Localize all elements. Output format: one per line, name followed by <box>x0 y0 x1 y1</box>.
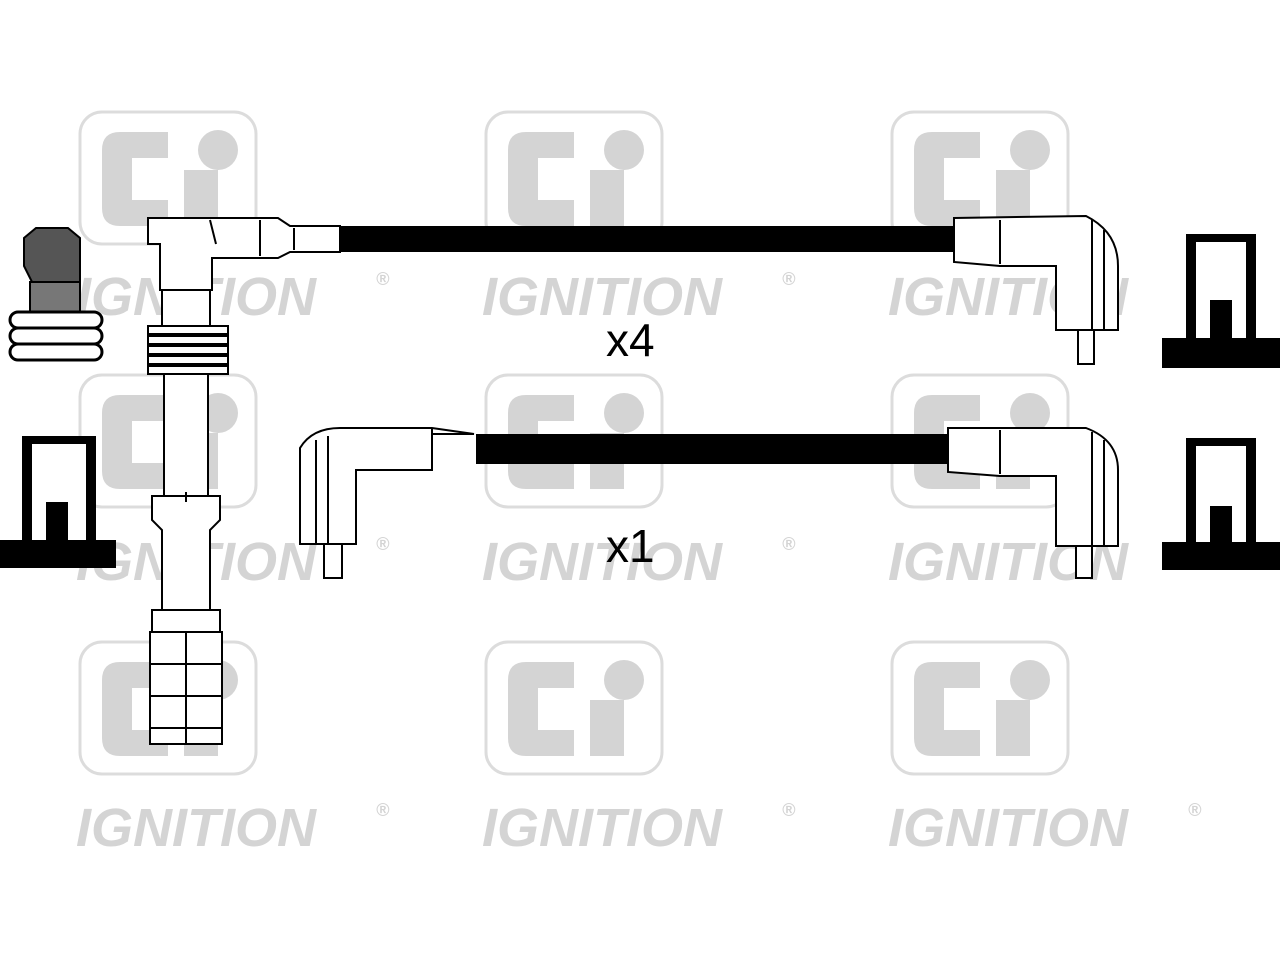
watermark-brand: IGNITION <box>482 798 723 858</box>
registered-mark: ® <box>782 800 796 820</box>
watermark-brand: IGNITION <box>888 798 1129 858</box>
registered-mark: ® <box>782 269 796 289</box>
spark-lead-x4 <box>147 214 1119 375</box>
watermark-brand-texts: IGNITION IGNITION IGNITION IGNITION IGNI… <box>76 267 1129 858</box>
plug-terminal-symbol-left <box>0 436 116 568</box>
watermark-brand: IGNITION <box>482 267 723 327</box>
lead-cable <box>340 226 956 252</box>
coil-lead-vertical <box>149 289 223 745</box>
watermark-brand: IGNITION <box>482 532 723 592</box>
plug-terminal-symbol-right-top <box>1162 234 1280 368</box>
registered-mark: ® <box>782 534 796 554</box>
spark-plug-terminal-icon <box>8 227 104 362</box>
watermark-brand: IGNITION <box>76 798 317 858</box>
registered-mark: ® <box>376 800 390 820</box>
registered-mark: ® <box>1188 800 1202 820</box>
quantity-label-x4: x4 <box>606 314 655 366</box>
spark-lead-x1 <box>299 427 1119 579</box>
registered-mark: ® <box>376 269 390 289</box>
registered-mark: ® <box>376 534 390 554</box>
plug-terminal-symbol-right-bottom <box>1162 438 1280 570</box>
lead-cable <box>476 434 948 464</box>
quantity-label-x1: x1 <box>606 520 655 572</box>
